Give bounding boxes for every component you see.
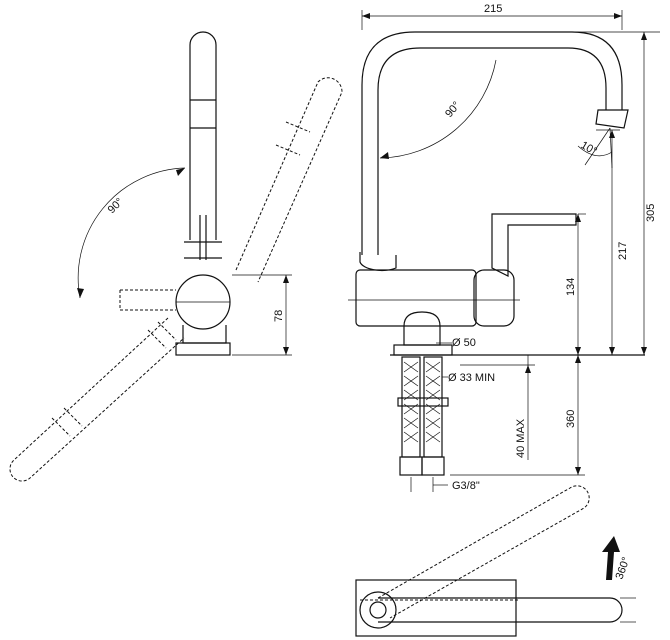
side-view: 90° 78 — [9, 31, 343, 482]
side-angle-arc — [77, 167, 186, 299]
dim-spout-label: 217 — [617, 242, 629, 260]
dim-thread-label: G3/8" — [452, 480, 480, 492]
top-view: 360° — [355, 485, 636, 637]
front-view: 10° 90° Ø 50 Ø 33 MIN — [348, 3, 660, 492]
dim-deck-label: 40 MAX — [515, 418, 527, 458]
flex-hoses — [397, 356, 449, 476]
rotation-arrow-icon — [602, 536, 620, 580]
dim-hose-label: 360 — [565, 410, 577, 428]
dim-hole-diameter-label: Ø 33 MIN — [448, 372, 495, 384]
front-body — [355, 269, 477, 327]
dim-78-label: 78 — [273, 310, 285, 322]
side-spout-upright — [189, 31, 217, 240]
front-angle-label: 90° — [443, 99, 463, 119]
dim-base-diameter-label: Ø 50 — [452, 337, 476, 349]
side-arm-tilted — [9, 317, 185, 482]
aerator-angle-label: 10° — [579, 139, 599, 158]
dim-body-label: 134 — [565, 278, 577, 296]
front-spout-outer — [361, 31, 623, 255]
rotation-label: 360° — [614, 556, 633, 581]
front-lever — [491, 213, 577, 277]
top-spout — [378, 597, 623, 623]
top-body — [355, 579, 517, 637]
aerator — [595, 109, 629, 129]
front-angle-arc — [379, 59, 497, 159]
side-spout-tilted — [235, 77, 343, 283]
dim-width-label: 215 — [484, 3, 502, 15]
top-spout-rotated — [377, 485, 590, 619]
dim-height-label: 305 — [645, 204, 657, 222]
side-angle-label: 90° — [106, 196, 126, 216]
front-spout-inner — [377, 47, 607, 255]
